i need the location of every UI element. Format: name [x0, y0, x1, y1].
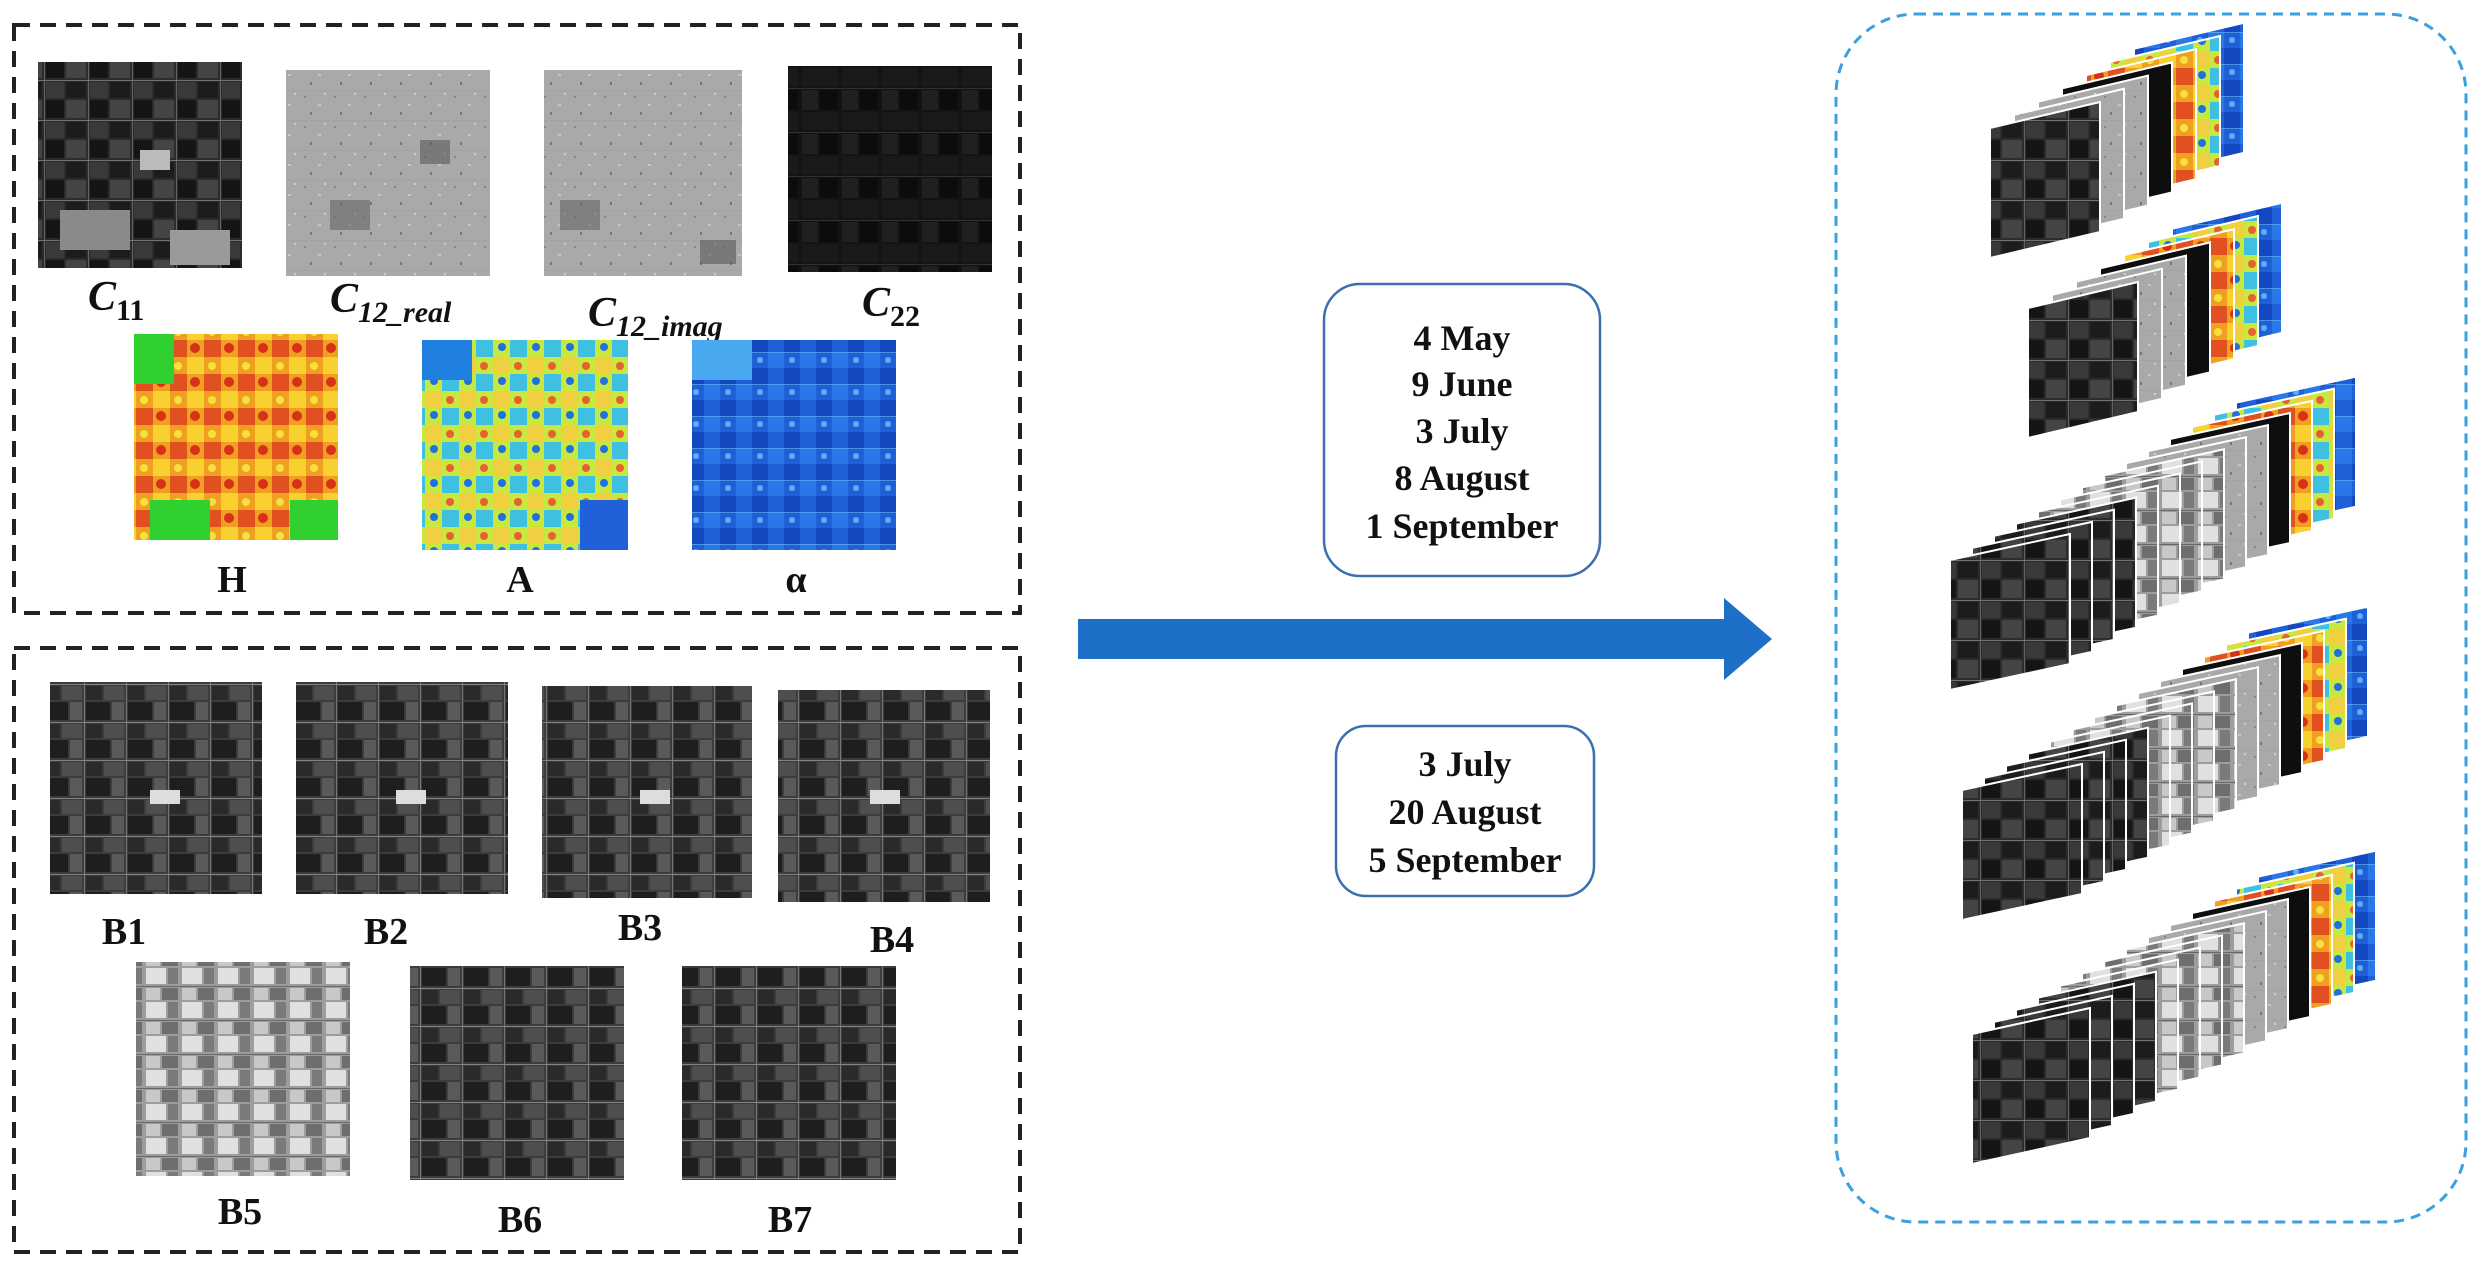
c22-label: C22 — [862, 280, 920, 333]
feature-stack-2 — [2027, 201, 2283, 440]
c12-imag-label: C12_imag — [588, 290, 723, 343]
sar-date-5: 1 September — [1366, 506, 1559, 546]
h-label: H — [217, 559, 247, 601]
feature-stack-3 — [1949, 375, 2357, 692]
feature-stack-4 — [1961, 605, 2369, 922]
optical-date-3: 5 September — [1369, 840, 1562, 880]
b4-image — [778, 690, 990, 902]
b7-label: B7 — [768, 1199, 812, 1241]
sar-date-2: 9 June — [1411, 364, 1512, 404]
b2-label: B2 — [364, 911, 408, 953]
feature-stack-5 — [1971, 849, 2377, 1166]
c11-label: C11 — [88, 274, 144, 327]
sar-panel — [12, 23, 1022, 615]
feature-stack-1 — [1989, 21, 2245, 260]
b3-label: B3 — [618, 907, 662, 949]
c22-image — [788, 66, 992, 272]
stack-layer — [1961, 762, 2083, 922]
sar-date-4: 8 August — [1394, 458, 1529, 498]
flow-arrow — [1078, 598, 1772, 680]
b1-label: B1 — [102, 911, 146, 953]
sar-date-1: 4 May — [1414, 318, 1511, 358]
b4-label: B4 — [870, 919, 914, 961]
stack-layer — [1949, 532, 2071, 692]
a-map — [422, 340, 628, 550]
c12-real-image — [286, 70, 490, 276]
stack-layer — [1971, 1006, 2091, 1166]
feature-stacks — [1949, 21, 2377, 1166]
stack-layer — [1989, 100, 2101, 260]
optical-date-1: 3 July — [1418, 744, 1511, 784]
b2-image — [296, 682, 508, 894]
b7-image — [682, 966, 896, 1180]
sar-date-3: 3 July — [1415, 411, 1508, 451]
c11-image — [38, 62, 242, 268]
alpha-map — [692, 340, 896, 550]
c12-imag-image — [544, 70, 742, 276]
c12-real-label: C12_real — [330, 276, 452, 329]
optical-dates-box: 3 July 20 August 5 September — [1334, 724, 1596, 898]
optical-panel — [12, 646, 1022, 1254]
a-label: A — [506, 559, 534, 601]
h-map — [134, 334, 338, 540]
alpha-label: α — [785, 559, 806, 601]
b5-label: B5 — [218, 1191, 262, 1233]
b6-label: B6 — [498, 1199, 542, 1241]
stack-layer — [2027, 280, 2139, 440]
sar-dates-box: 4 May 9 June 3 July 8 August 1 September — [1322, 282, 1602, 578]
b5-image — [136, 962, 350, 1176]
b3-image — [542, 686, 752, 898]
optical-date-2: 20 August — [1388, 792, 1541, 832]
b1-image — [50, 682, 262, 894]
b6-image — [410, 966, 624, 1180]
